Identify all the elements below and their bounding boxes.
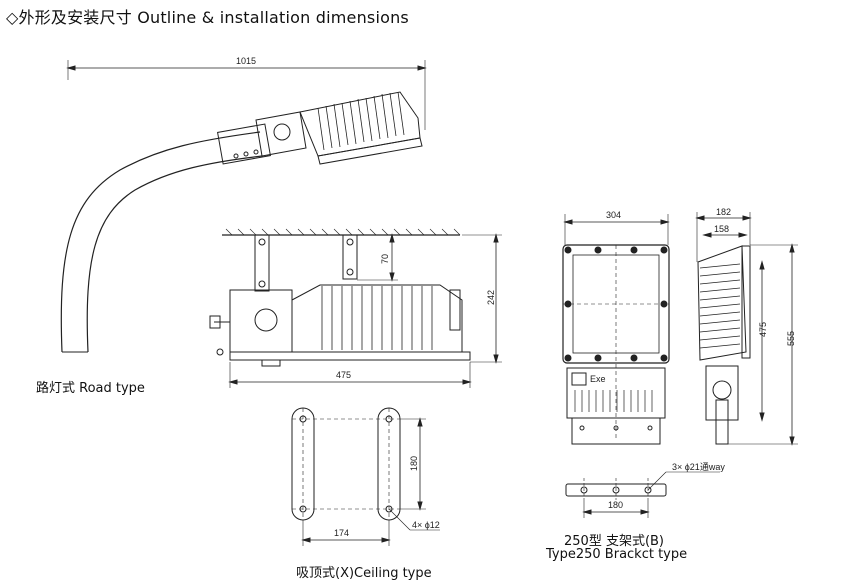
bracket-side-drawing: 182 158 475 555 — [695, 207, 798, 446]
ceiling-dim-height: 180 — [409, 456, 419, 471]
bracket-dim-side-width: 182 — [716, 207, 731, 217]
bracket-dim-side-height: 475 — [758, 322, 768, 337]
front-dim-height: 242 — [486, 290, 496, 305]
ceiling-type-caption: 吸顶式(X)Ceiling type — [296, 566, 432, 581]
road-type-caption: 路灯式 Road type — [36, 381, 145, 396]
bracket-hole-note: 3× ϕ21通way — [672, 462, 725, 472]
road-type-drawing: 1015 — [60, 56, 427, 353]
front-view-drawing: 475 242 70 — [209, 228, 502, 388]
bracket-dim-side-inner: 158 — [714, 224, 729, 234]
ceiling-dim-width: 174 — [334, 528, 349, 538]
bracket-dim-total-height: 555 — [786, 331, 796, 346]
ceiling-hole-note: 4× ϕ12 — [412, 520, 440, 530]
bracket-type-caption-line2: Type250 Brackct type — [546, 547, 688, 562]
ceiling-hole-drawing: 180 174 4× ϕ12 — [291, 407, 440, 546]
front-dim-width: 475 — [336, 370, 351, 380]
bracket-front-drawing: 304 Exe — [562, 210, 670, 445]
bracket-dim-hole-span: 180 — [608, 500, 623, 510]
bracket-dim-front-width: 304 — [606, 210, 621, 220]
bracket-hole-drawing: 3× ϕ21通way 180 — [565, 462, 725, 518]
road-dim-width: 1015 — [236, 56, 256, 66]
bracket-label-plate: Exe — [590, 374, 606, 384]
front-dim-bracket: 70 — [380, 254, 390, 264]
bracket-type-caption-line1: 250型 支架式(B) — [564, 534, 665, 549]
page-title: ◇外形及安装尺寸 Outline & installation dimensio… — [6, 8, 409, 27]
